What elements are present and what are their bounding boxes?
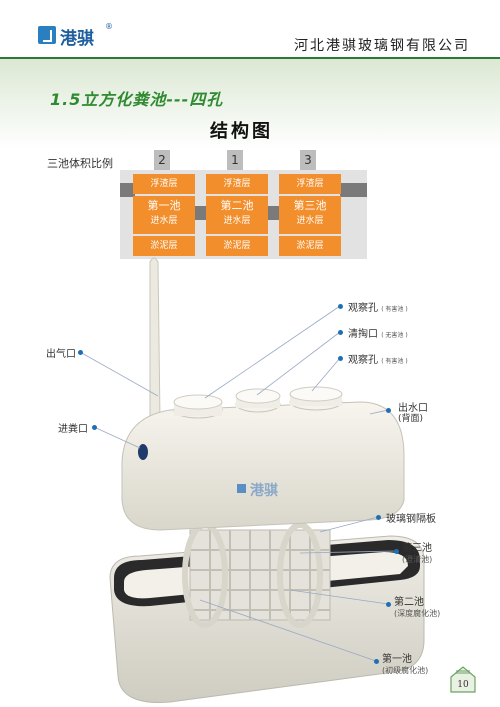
callout-dot [374,659,379,664]
callout-dot [386,602,391,607]
label-inlet: 进粪口 [58,424,88,435]
chamber-1: 浮渣层 第一池 进水层 淤泥层 [133,174,195,256]
label-vent: 出气口 [46,349,76,360]
label-observation-hole-2: 观察孔 ( 有害池 ) [348,351,408,366]
callout-dot [338,304,343,309]
page-number: 10 [457,680,469,690]
partition-grid [190,530,330,620]
label-note: (背面) [398,414,424,424]
label-note: ( 有害池 ) [381,358,408,365]
chamber-number: 3 [300,150,316,170]
sludge-layer: 淤泥层 [279,236,341,256]
label-cleanout: 清掏口 ( 无害池 ) [348,325,408,340]
chamber-name: 第三池 [293,199,327,212]
page-badge-icon [450,666,476,693]
chamber-2: 浮渣层 第二池 进水层 淤泥层 [206,174,268,256]
label-note: ( 无害池 ) [381,332,408,339]
scum-layer: 浮渣层 [133,174,195,194]
layer-name: 进水层 [150,216,178,226]
header-rule [0,57,500,59]
upper-shell [121,401,405,531]
callout-dot [92,425,97,430]
label-chamber-2: 第二池 (深度腐化池) [394,597,440,619]
inlet-layer: 第三池 进水层 [279,196,341,234]
callout-dot [394,549,399,554]
label-note: (深度腐化池) [394,609,441,618]
vent-pipe [149,257,161,421]
scum-layer: 浮渣层 [206,174,268,194]
label-note: ( 有害池 ) [381,306,408,313]
label-text: 观察孔 [348,303,378,314]
callout-dot [376,515,381,520]
outlet-pipe [340,183,367,197]
tank-logo-icon [237,484,246,493]
leader-lines [79,305,397,662]
company-name: 河北港骐玻璃钢有限公司 [294,38,470,54]
layer-name: 进水层 [223,216,251,226]
inlet-layer: 第二池 进水层 [206,196,268,234]
label-partition: 玻璃钢隔板 [386,514,436,525]
layer-name: 进水层 [296,216,324,226]
callout-dot [338,330,343,335]
page-subtitle: 结构图 [210,121,273,142]
label-text: 出水口 [398,403,428,414]
inlet-layer: 第一池 进水层 [133,196,195,234]
registered-mark-icon: ® [105,22,113,31]
chamber-number: 2 [154,150,170,170]
label-note: (澄清池) [402,555,433,564]
ratio-label: 三池体积比例 [47,157,113,170]
callout-dot [338,356,343,361]
connector-pipe [267,206,279,220]
inlet-hole [138,444,148,460]
callout-dot [386,408,391,413]
label-chamber-1: 第一池 (初级腐化池) [382,654,428,676]
chamber-3: 浮渣层 第三池 进水层 淤泥层 [279,174,341,256]
page-title: 1.5立方化粪池---四孔 [50,90,224,109]
sludge-layer: 淤泥层 [206,236,268,256]
chamber-name: 第一池 [147,199,181,212]
label-outlet: 出水口 (背面) [398,403,428,425]
rib [277,522,323,628]
connector-pipe [194,206,206,220]
header-gradient [0,59,500,149]
brand-name: 港骐 [60,29,94,49]
label-text: 第二池 [394,597,424,608]
scum-layer: 浮渣层 [279,174,341,194]
label-text: 第一池 [382,654,412,665]
callout-dot [78,350,83,355]
label-note: (初级腐化池) [382,666,429,675]
sludge-layer: 淤泥层 [133,236,195,256]
label-text: 第三池 [402,543,432,554]
label-text: 清掏口 [348,329,378,340]
brand-logo-icon [38,26,56,44]
inlet-pipe [120,183,135,197]
tank-brand-mark: 港骐 [250,483,278,499]
chamber-number: 1 [227,150,243,170]
label-chamber-3: 第三池 (澄清池) [402,543,432,565]
chamber-name: 第二池 [220,199,254,212]
label-observation-hole-1: 观察孔 ( 有害池 ) [348,299,408,314]
label-text: 观察孔 [348,355,378,366]
